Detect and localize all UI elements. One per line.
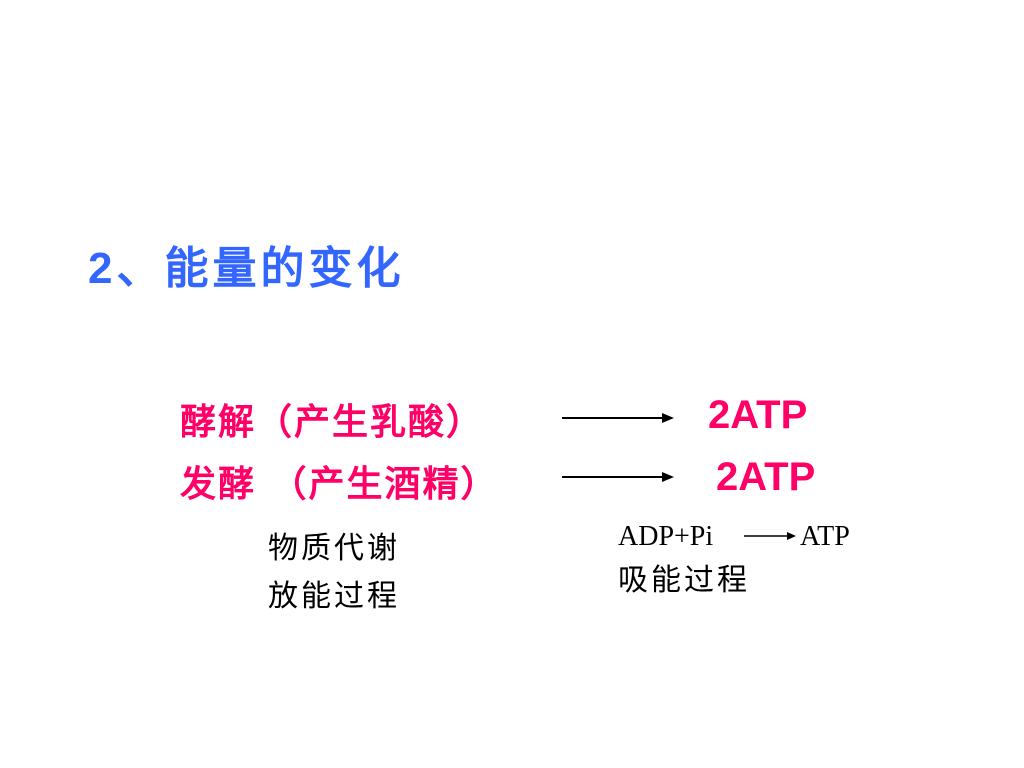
equation-reactant: ADP+Pi (618, 521, 714, 552)
arrow-right-icon (562, 413, 674, 423)
title-number: 2 (88, 244, 117, 293)
equation-product: ATP (800, 521, 850, 552)
release-note-line2: 放能过程 (268, 579, 400, 614)
reaction-product-glycolysis: 2ATP (708, 393, 808, 437)
reaction-product-fermentation: 2ATP (716, 455, 816, 499)
reaction-label-glycolysis: 酵解（产生乳酸） (180, 401, 485, 443)
slide-title: 2、能量的变化 (88, 232, 404, 296)
reaction-label-fermentation: 发酵 （产生酒精） (180, 463, 499, 505)
absorb-note: 吸能过程 (618, 563, 750, 598)
title-text: 、能量的变化 (116, 243, 405, 294)
arrow-right-icon (562, 472, 674, 482)
arrow-right-icon (744, 532, 796, 540)
release-note-line1: 物质代谢 (268, 531, 400, 566)
